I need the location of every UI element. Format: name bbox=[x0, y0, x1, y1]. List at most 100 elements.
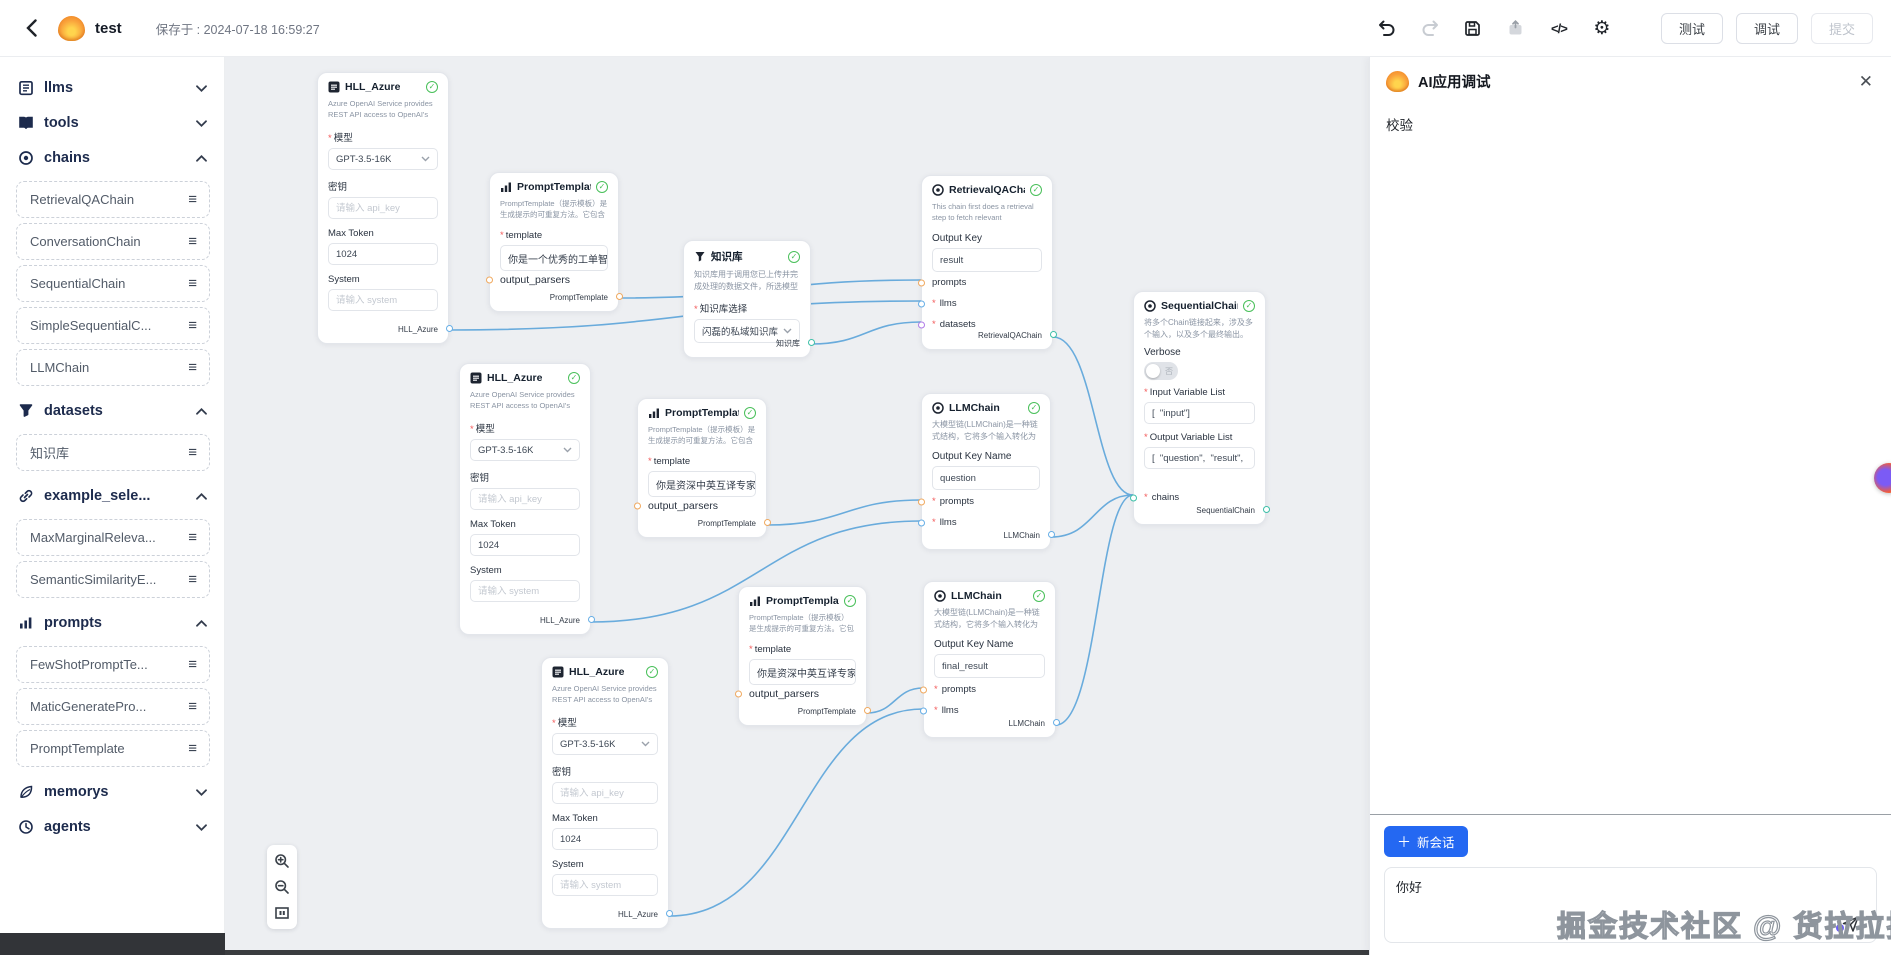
sidebar-section-datasets[interactable]: datasets bbox=[18, 401, 208, 421]
input-handle-prompts[interactable] bbox=[917, 498, 925, 505]
max-token-input[interactable] bbox=[470, 534, 580, 556]
api-key-input[interactable] bbox=[552, 782, 658, 804]
template-input[interactable]: 你是资深中英互译专家、请将 bbox=[648, 471, 756, 497]
model-select[interactable]: GPT-3.5-16K bbox=[552, 733, 658, 755]
node-knowledge-base[interactable]: 知识库 ✓ 知识库用于调用您已上传并完成处理的数据文件，所选模型检索的来源 *知… bbox=[683, 240, 815, 358]
output-handle[interactable] bbox=[615, 293, 623, 300]
node-prompt-template-3[interactable]: PromptTemplate ✓ PromptTemplate（提示模板）是生成… bbox=[734, 586, 871, 726]
drag-handle-icon[interactable]: ≡ bbox=[188, 571, 197, 588]
send-icon[interactable] bbox=[1840, 912, 1862, 934]
drag-handle-icon[interactable]: ≡ bbox=[188, 444, 197, 461]
node-hll-azure-2[interactable]: HLL_Azure ✓ Azure OpenAI Service provide… bbox=[459, 363, 595, 635]
api-key-input[interactable] bbox=[470, 488, 580, 510]
floating-plugin-badge[interactable] bbox=[1874, 463, 1891, 493]
input-variable-list-input[interactable] bbox=[1144, 402, 1255, 424]
input-handle-llms[interactable] bbox=[917, 300, 925, 307]
output-handle[interactable] bbox=[1047, 531, 1055, 538]
input-handle-output-parsers[interactable] bbox=[633, 502, 641, 509]
save-button[interactable] bbox=[1463, 18, 1483, 38]
input-handle-datasets[interactable] bbox=[917, 321, 925, 328]
input-handle-llms[interactable] bbox=[917, 519, 925, 526]
input-handle-chains[interactable] bbox=[1129, 494, 1137, 501]
node-hll-azure-3[interactable]: HLL_Azure ✓ Azure OpenAI Service provide… bbox=[541, 657, 673, 929]
input-handle-output-parsers[interactable] bbox=[734, 690, 742, 697]
drag-handle-icon[interactable]: ≡ bbox=[188, 275, 197, 292]
output-handle[interactable] bbox=[1049, 331, 1057, 338]
sidebar-item-llm-chain[interactable]: LLMChain≡ bbox=[16, 349, 210, 386]
sidebar-item-conversation-chain[interactable]: ConversationChain≡ bbox=[16, 223, 210, 260]
model-select[interactable]: GPT-3.5-16K bbox=[470, 439, 580, 461]
node-prompt-template-2[interactable]: PromptTemplate ✓ PromptTemplate（提示模板）是生成… bbox=[633, 398, 771, 538]
back-button[interactable] bbox=[18, 15, 44, 41]
node-sequential-chain[interactable]: SequentialChain ✓ 将多个Chain链接起来，涉及多个输入，以及… bbox=[1129, 291, 1270, 525]
validate-label[interactable]: 校验 bbox=[1386, 118, 1413, 133]
sidebar-item-knowledge-base[interactable]: 知识库≡ bbox=[16, 434, 210, 471]
drag-handle-icon[interactable]: ≡ bbox=[188, 698, 197, 715]
sidebar-item-sequential-chain[interactable]: SequentialChain≡ bbox=[16, 265, 210, 302]
output-handle[interactable] bbox=[445, 325, 453, 332]
drag-handle-icon[interactable]: ≡ bbox=[188, 359, 197, 376]
chat-input-box[interactable] bbox=[1384, 867, 1877, 943]
sidebar-item-few-shot-prompt-template[interactable]: FewShotPromptTe...≡ bbox=[16, 646, 210, 683]
publish-button[interactable] bbox=[1506, 18, 1526, 38]
settings-button[interactable]: ⚙ bbox=[1593, 17, 1611, 39]
zoom-in-button[interactable] bbox=[270, 848, 294, 874]
output-handle[interactable] bbox=[763, 519, 771, 526]
sidebar-item-semantic-similarity[interactable]: SemanticSimilarityE...≡ bbox=[16, 561, 210, 598]
test-button[interactable]: 测试 bbox=[1660, 12, 1723, 44]
output-variable-list-input[interactable] bbox=[1144, 447, 1255, 469]
output-key-name-input[interactable] bbox=[934, 654, 1045, 678]
sidebar-section-prompts[interactable]: prompts bbox=[18, 613, 208, 633]
undo-button[interactable] bbox=[1377, 18, 1397, 38]
sidebar-section-chains[interactable]: chains bbox=[18, 148, 208, 168]
sidebar-item-prompt-template[interactable]: PromptTemplate≡ bbox=[16, 730, 210, 767]
sidebar-item-matic-generate-prompt[interactable]: MaticGeneratePro...≡ bbox=[16, 688, 210, 725]
sidebar-section-memorys[interactable]: memorys bbox=[18, 782, 208, 802]
max-token-input[interactable] bbox=[552, 828, 658, 850]
submit-button[interactable]: 提交 bbox=[1810, 12, 1873, 44]
system-input[interactable] bbox=[328, 289, 438, 311]
output-handle[interactable] bbox=[1052, 719, 1060, 726]
fit-view-button[interactable] bbox=[270, 900, 294, 926]
node-prompt-template-1[interactable]: PromptTemplate ✓ PromptTemplate（提示模板）是生成… bbox=[485, 172, 623, 312]
drag-handle-icon[interactable]: ≡ bbox=[188, 233, 197, 250]
system-input[interactable] bbox=[552, 874, 658, 896]
zoom-out-button[interactable] bbox=[270, 874, 294, 900]
output-key-input[interactable] bbox=[932, 248, 1042, 272]
drag-handle-icon[interactable]: ≡ bbox=[188, 656, 197, 673]
input-handle-output-parsers[interactable] bbox=[485, 276, 493, 283]
output-handle[interactable] bbox=[863, 707, 871, 714]
output-key-name-input[interactable] bbox=[932, 466, 1040, 490]
output-handle[interactable] bbox=[1262, 506, 1270, 513]
sidebar-item-simple-sequential-chain[interactable]: SimpleSequentialC...≡ bbox=[16, 307, 210, 344]
sidebar-section-example-selector[interactable]: example_sele... bbox=[18, 486, 208, 506]
node-hll-azure-1[interactable]: HLL_Azure ✓ Azure OpenAI Service provide… bbox=[317, 72, 453, 344]
sidebar-section-llms[interactable]: llms bbox=[18, 78, 208, 98]
template-input[interactable]: 你是一个优秀的工单智能客服 bbox=[500, 245, 608, 271]
input-handle-llms[interactable] bbox=[919, 707, 927, 714]
new-session-button[interactable]: ＋ 新会话 bbox=[1384, 826, 1468, 857]
sidebar-section-tools[interactable]: tools bbox=[18, 113, 208, 133]
verbose-toggle[interactable]: 否 bbox=[1144, 362, 1178, 380]
sidebar-item-max-marginal-relevance[interactable]: MaxMarginalReleva...≡ bbox=[16, 519, 210, 556]
template-input[interactable]: 你是资深中英互译专家、请将 bbox=[749, 659, 856, 685]
drag-handle-icon[interactable]: ≡ bbox=[188, 529, 197, 546]
input-handle-prompts[interactable] bbox=[917, 279, 925, 286]
code-view-button[interactable]: </> bbox=[1551, 20, 1568, 36]
chat-input[interactable] bbox=[1396, 877, 1865, 917]
sidebar-section-agents[interactable]: agents bbox=[18, 817, 208, 837]
drag-handle-icon[interactable]: ≡ bbox=[188, 740, 197, 757]
close-icon[interactable]: ✕ bbox=[1858, 72, 1873, 91]
model-select[interactable]: GPT-3.5-16K bbox=[328, 148, 438, 170]
output-handle[interactable] bbox=[587, 616, 595, 623]
node-retrieval-qa-chain[interactable]: RetrievalQAChain ✓ This chain first does… bbox=[917, 175, 1057, 350]
output-handle[interactable] bbox=[807, 339, 815, 346]
max-token-input[interactable] bbox=[328, 243, 438, 265]
debug-button[interactable]: 调试 bbox=[1735, 12, 1798, 44]
node-llm-chain-2[interactable]: LLMChain ✓ 大模型链(LLMChain)是一种链式结构，它将多个输入转… bbox=[919, 581, 1060, 738]
redo-button[interactable] bbox=[1420, 18, 1440, 38]
system-input[interactable] bbox=[470, 580, 580, 602]
api-key-input[interactable] bbox=[328, 197, 438, 219]
output-handle[interactable] bbox=[665, 910, 673, 917]
drag-handle-icon[interactable]: ≡ bbox=[188, 317, 197, 334]
